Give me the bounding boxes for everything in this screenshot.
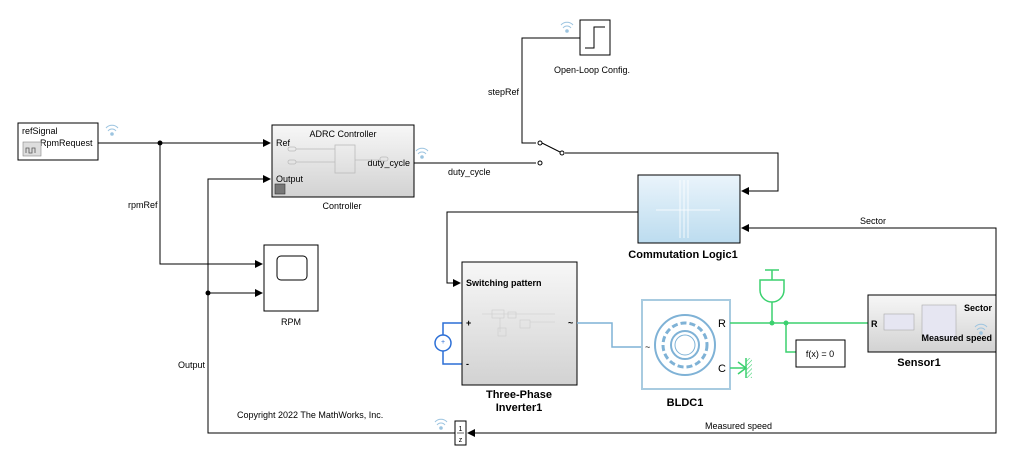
label-sector: Sector xyxy=(860,216,886,226)
bldc-ac-port: ~ xyxy=(645,342,650,352)
port-switching-pattern: Switching pattern xyxy=(466,278,542,288)
wire-output[interactable] xyxy=(207,175,455,434)
label-rpm-ref: rpmRef xyxy=(128,200,158,210)
controller-internal-icon xyxy=(287,144,389,174)
label-duty-cycle: duty_cycle xyxy=(448,167,491,177)
wire-solver[interactable] xyxy=(785,323,796,353)
label-step-ref: stepRef xyxy=(488,87,520,97)
sensor-name: Sensor1 xyxy=(897,357,940,369)
ref-signal-block[interactable]: refSignal RpmRequest xyxy=(17,122,99,161)
sensor-internal-icon xyxy=(883,313,915,331)
port-minus: - xyxy=(466,359,469,369)
manual-switch[interactable] xyxy=(537,140,565,166)
motor-icon xyxy=(654,314,716,376)
rpm-scope-name: RPM xyxy=(281,317,301,327)
unit-delay-num: 1 xyxy=(459,426,463,433)
open-loop-config-block[interactable]: Open-Loop Config. xyxy=(554,19,630,75)
wire-step-ref[interactable] xyxy=(521,37,580,144)
sensor-internal-icon xyxy=(921,304,957,341)
controller-title: ADRC Controller xyxy=(309,129,376,139)
ref-signal-title: refSignal xyxy=(22,126,58,136)
mechanical-reference[interactable] xyxy=(730,358,752,378)
solver-configuration-block[interactable]: f(x) = 0 xyxy=(795,339,846,368)
wire-sector[interactable] xyxy=(741,224,997,308)
log-signal-icon[interactable] xyxy=(415,147,429,159)
signal-logging-icons xyxy=(105,21,988,430)
unit-delay-block[interactable]: 1 z xyxy=(454,420,467,446)
inertia-icon[interactable] xyxy=(759,269,785,323)
inverter-name-1: Three-Phase xyxy=(486,389,552,401)
logic-internal-icon xyxy=(656,180,720,238)
port-ac: ~ xyxy=(568,318,573,328)
port-duty-cycle: duty_cycle xyxy=(367,158,410,168)
copyright-text: Copyright 2022 The MathWorks, Inc. xyxy=(237,410,383,420)
inverter-internal-icon xyxy=(482,309,555,337)
log-signal-icon[interactable] xyxy=(105,124,119,136)
inverter-block[interactable]: Switching pattern + - ~ Three-Phase Inve… xyxy=(461,261,578,414)
sensor-port-sector: Sector xyxy=(964,303,993,313)
scope-screen-icon xyxy=(276,255,308,281)
port-plus: + xyxy=(466,318,471,328)
signal-editor-icon xyxy=(22,141,42,157)
solver-label: f(x) = 0 xyxy=(806,349,834,359)
wire-switch-out[interactable] xyxy=(565,152,779,195)
log-signal-icon[interactable] xyxy=(974,323,988,335)
sensor-port-measured-speed: Measured speed xyxy=(921,333,992,343)
bldc-block[interactable]: ~ R C BLDC1 xyxy=(641,299,731,409)
open-loop-config-name: Open-Loop Config. xyxy=(554,65,630,75)
sensor-port-r: R xyxy=(871,319,878,329)
controller-block[interactable]: ADRC Controller Ref Output duty_cycle Co… xyxy=(271,124,415,211)
subsystem-link-icon xyxy=(274,183,286,195)
log-signal-icon[interactable] xyxy=(434,418,448,430)
label-measured-speed: Measured speed xyxy=(705,421,772,431)
log-signal-icon[interactable] xyxy=(560,21,574,33)
unit-delay-den: z xyxy=(459,437,463,444)
wire-rpm-ref[interactable] xyxy=(159,143,263,268)
rpm-scope-block[interactable]: RPM xyxy=(263,244,319,327)
bldc-port-r: R xyxy=(718,318,726,330)
label-output: Output xyxy=(178,360,206,370)
inverter-name-2: Inverter1 xyxy=(496,402,542,414)
bldc-name: BLDC1 xyxy=(667,397,704,409)
bldc-port-c: C xyxy=(718,363,726,375)
ref-signal-port: RpmRequest xyxy=(40,138,93,148)
wire-measured-speed[interactable] xyxy=(467,338,997,437)
controller-name: Controller xyxy=(322,201,361,211)
wire-ac[interactable] xyxy=(577,322,642,348)
dc-voltage-source[interactable]: + xyxy=(434,322,462,365)
signal-lines xyxy=(98,37,997,437)
commutation-logic-block[interactable]: Commutation Logic1 xyxy=(628,174,741,261)
wire-switching-pattern[interactable] xyxy=(446,211,638,287)
svg-text:+: + xyxy=(441,339,445,346)
step-icon xyxy=(585,26,605,49)
port-output: Output xyxy=(276,174,304,184)
sensor-block[interactable]: R Sector Measured speed Sensor1 xyxy=(867,294,997,369)
port-ref: Ref xyxy=(276,138,291,148)
commutation-logic-name: Commutation Logic1 xyxy=(628,249,737,261)
